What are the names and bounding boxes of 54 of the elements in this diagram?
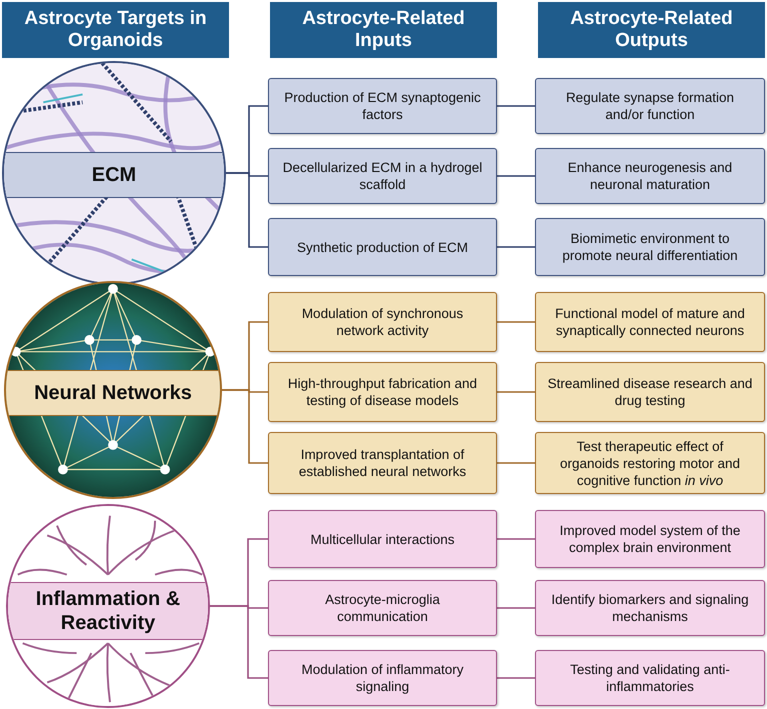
text-box [535, 362, 765, 422]
box-text: High-throughput fabrication and testing of disease models [286, 375, 478, 409]
connector-line [497, 677, 535, 679]
box-text: Multicellular interactions [310, 530, 455, 548]
text-box [268, 148, 497, 204]
text-box [268, 78, 497, 134]
text-box [268, 362, 497, 422]
text-box [535, 292, 765, 352]
column-header: Astrocyte-Related Inputs [270, 2, 497, 58]
text-box [268, 432, 497, 494]
connector-line [497, 246, 535, 248]
circle-label-band: Neural Networks [6, 370, 220, 416]
connector-line [226, 172, 268, 248]
box-text: Testing and validating anti-inflammatories [569, 661, 731, 695]
box-text: Synthetic production of ECM [296, 238, 468, 256]
column-header: Astrocyte Targets in Organoids [2, 2, 229, 58]
text-box [268, 292, 497, 352]
box-text: Streamlined disease research and drug testing [546, 375, 754, 409]
column-header: Astrocyte-Related Outputs [538, 2, 765, 58]
box-text: Improved model system of the complex brain environment [558, 522, 742, 556]
connector-line [497, 538, 535, 540]
connector-line [222, 389, 268, 464]
connector-line [497, 105, 535, 107]
box-text: Enhance neurogenesis and neuronal maturation [566, 159, 734, 193]
box-text: Biomimetic environment to promote neural differentiation [561, 230, 739, 264]
box-text: Astrocyte-microglia communication [324, 591, 441, 625]
connector-line [497, 321, 535, 323]
connector-line [497, 175, 535, 177]
text-box [535, 580, 765, 636]
box-text: Identify biomarkers and signaling mechanisms [550, 591, 750, 625]
box-text: Modulation of inflammatory signaling [300, 661, 465, 695]
circle-label-band: Inflammation & Reactivity [8, 582, 208, 640]
text-box [535, 148, 765, 204]
connector-line [497, 462, 535, 464]
connector-line [497, 391, 535, 393]
box-text: Decellularized ECM in a hydrogel scaffold [282, 159, 484, 193]
text-box [268, 580, 497, 636]
text-box [535, 510, 765, 568]
text-box [535, 218, 765, 276]
text-box [535, 650, 765, 706]
text-box [268, 650, 497, 706]
box-text: Regulate synapse formation and/or function [564, 89, 736, 123]
box-text: Production of ECM synaptogenic factors [283, 89, 482, 123]
box-text: Modulation of synchronous network activity [300, 305, 464, 339]
box-text: Test therapeutic effect of organoids restoring motor and cognitive function in vivo [558, 438, 742, 488]
box-text: Functional model of mature and synaptically connected neurons [554, 305, 746, 339]
text-box [268, 218, 497, 276]
text-box [268, 510, 497, 568]
connector-line [210, 605, 268, 679]
text-box [535, 78, 765, 134]
text-box [535, 432, 765, 494]
box-text: Improved transplantation of established neural networks [298, 446, 468, 480]
connector-line [497, 607, 535, 609]
circle-label-band: ECM [4, 152, 224, 198]
